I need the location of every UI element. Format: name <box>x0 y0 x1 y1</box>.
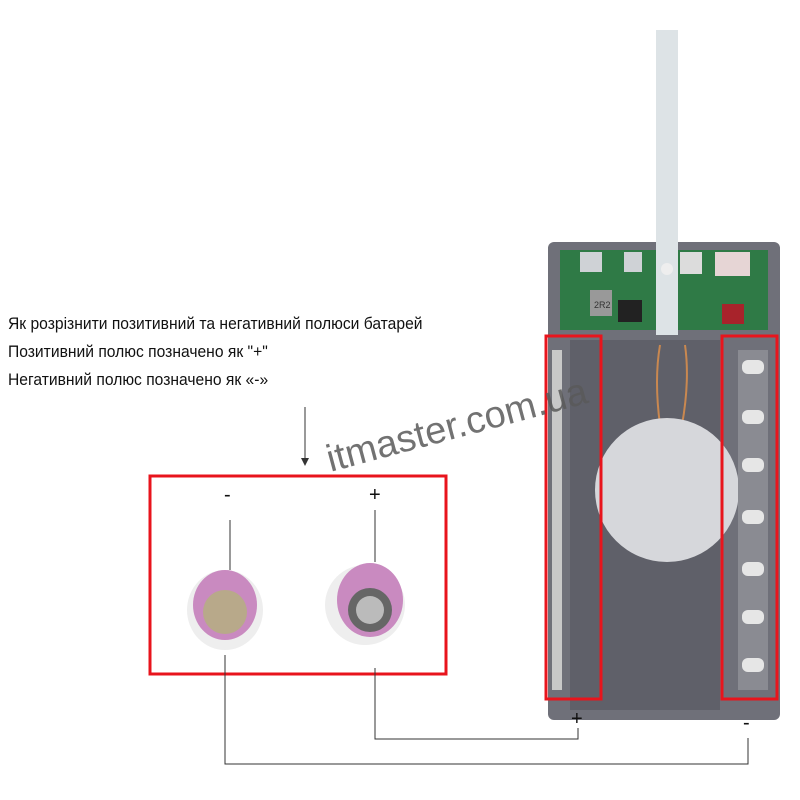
arrow-down-icon <box>301 458 309 466</box>
terminal-positive-label: + <box>571 708 583 730</box>
positive-wire <box>374 668 579 740</box>
battery-positive-end <box>325 510 405 645</box>
negative-contacts-highlight <box>720 334 779 701</box>
wireless-coil <box>595 418 739 562</box>
power-bank: 2R2 <box>548 30 780 720</box>
positive-contacts-highlight <box>544 334 603 701</box>
caption-line-2: Позитивний полюс позначено як "+" <box>8 342 268 361</box>
caption-line-3: Негативний полюс позначено як «-» <box>8 370 269 389</box>
battery-highlight <box>148 474 448 676</box>
negative-wire <box>224 655 749 765</box>
springs <box>742 360 764 672</box>
pcb-marking: 2R2 <box>594 300 611 310</box>
battery-negative-end <box>187 520 263 650</box>
strap <box>656 30 678 335</box>
battery-positive-label: + <box>369 484 381 506</box>
caption-line-1: Як розрізнити позитивний та негативний п… <box>8 314 423 333</box>
battery-negative-label: - <box>224 484 231 506</box>
terminal-negative-label: - <box>743 712 750 734</box>
